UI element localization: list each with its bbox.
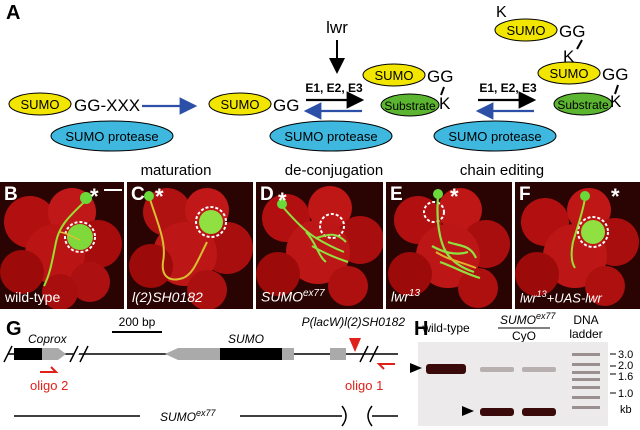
oligo-1-label: oligo 1: [345, 378, 383, 393]
lane-mutant-label: SUMOex77: [500, 311, 557, 327]
deletion-allele-label: SUMOex77: [160, 408, 217, 424]
sumo-exon-gray-small: [330, 348, 346, 360]
ladder-3-0: 3.0: [618, 349, 633, 361]
sumo-oval-chain-mid: [537, 61, 601, 85]
panel-h-gel: wild-type SUMOex77 CyO DNA ladder 3.0 2.…: [410, 311, 633, 426]
svg-text:GG: GG: [427, 67, 453, 86]
micrograph-d: D * SUMOex77: [256, 182, 383, 309]
micrograph-f-label: lwr13+UAS-lwr: [520, 288, 602, 305]
ladder-2-0: 2.0: [618, 360, 633, 372]
sumo-exon-gray-right: [282, 348, 294, 360]
micrograph-b-label: wild-type: [5, 289, 61, 305]
step-deconjugation: de-conjugation: [285, 162, 383, 179]
sumo-oval-mature: [208, 92, 272, 116]
sumo-exon-gray-left: [165, 348, 220, 360]
svg-text:GG: GG: [602, 65, 628, 84]
ladder-1-0: 1.0: [618, 388, 633, 400]
panel-h-letter: H: [414, 318, 429, 340]
sumo-oval-conjugated: [362, 63, 426, 87]
micrograph-e: E * lwr13: [386, 182, 512, 309]
sumo-exon-black: [220, 348, 282, 360]
oligo-2-label: oligo 2: [30, 378, 68, 393]
enzymes-label-1: E1, E2, E3: [305, 81, 363, 95]
insert-label: P(lacW)l(2)SH0182: [302, 315, 406, 329]
gg-xxx-label: GG-XXX: [74, 96, 140, 115]
micrograph-d-label: SUMOex77: [261, 288, 325, 305]
micrograph-c-label: l(2)SH0182: [132, 289, 203, 305]
insertion-triangle: [349, 338, 361, 352]
micrograph-f: F * lwr13+UAS-lwr: [515, 182, 640, 309]
panel-a-pathway: SUMO GG-XXX SUMO GG lwr E1, E2, E3 SUMO …: [8, 4, 628, 179]
substrate-oval-1: [380, 93, 440, 117]
ladder-unit: kb: [620, 404, 632, 416]
lwr-label: lwr: [326, 18, 348, 37]
micrograph-c: C * l(2)SH0182: [127, 182, 253, 309]
lane-cyo-label: CyO: [512, 329, 536, 343]
sumo-gene-label: SUMO: [228, 332, 264, 346]
oligo-1-arrow: [376, 363, 395, 370]
micrograph-b-letter: B: [4, 184, 18, 205]
sumo-protease-1: [50, 120, 174, 152]
panel-g-gene-map: 200 bp P(lacW)l(2)SH0182 Coprox SUMO oli…: [3, 315, 406, 427]
panel-g-letter: G: [6, 318, 22, 340]
micrograph-c-letter: C: [131, 184, 145, 205]
lane-ladder-label-1: DNA: [573, 313, 598, 327]
sumo-oval-chain-top: [494, 18, 558, 42]
svg-text:SUMO: SUMO: [375, 68, 414, 83]
lane-wildtype-label: wild-type: [421, 321, 470, 335]
band-mutant-1: [480, 408, 514, 416]
coprox-label: Coprox: [28, 332, 68, 346]
step-chain-editing: chain editing: [460, 162, 544, 179]
coprox-exon-black: [14, 348, 42, 360]
arrowhead-lower: [462, 406, 474, 416]
svg-text:K: K: [610, 92, 622, 111]
micrograph-f-letter: F: [519, 184, 531, 205]
micrograph-b: B * wild-type: [0, 182, 124, 309]
svg-text:SUMO: SUMO: [221, 97, 260, 112]
protease-label: SUMO protease: [65, 129, 158, 144]
coprox-exon-gray: [42, 348, 66, 360]
panel-a-letter: A: [6, 2, 21, 24]
sumo-protease-3: [433, 120, 557, 152]
scale-bar-label: 200 bp: [119, 315, 156, 329]
sumo-oval-precursor: [8, 92, 72, 116]
step-maturation: maturation: [141, 162, 212, 179]
svg-text:SUMO protease: SUMO protease: [448, 129, 541, 144]
svg-text:K: K: [439, 94, 451, 113]
lane-ladder-label-2: ladder: [569, 327, 602, 341]
substrate-label: Substrate: [384, 99, 436, 113]
sumo-label: SUMO: [21, 97, 60, 112]
svg-text:GG: GG: [273, 96, 299, 115]
micrograph-e-letter: E: [390, 184, 403, 205]
enzymes-label-2: E1, E2, E3: [479, 81, 537, 95]
svg-text:K: K: [563, 47, 575, 66]
svg-text:GG: GG: [559, 22, 585, 41]
svg-text:SUMO protease: SUMO protease: [284, 129, 377, 144]
ladder-1-6: 1.6: [618, 371, 633, 383]
band-wildtype-upper: [426, 364, 466, 374]
oligo-2-arrow: [40, 366, 59, 373]
arrowhead-upper: [410, 363, 422, 373]
svg-text:Substrate: Substrate: [557, 98, 609, 112]
svg-text:SUMO: SUMO: [550, 66, 589, 81]
svg-text:K: K: [496, 4, 507, 21]
star-marker: *: [90, 184, 99, 209]
micrograph-e-label: lwr13: [391, 288, 421, 305]
micrograph-d-letter: D: [260, 184, 274, 205]
sumo-protease-2: [269, 120, 393, 152]
substrate-oval-2: [553, 92, 613, 116]
svg-text:SUMO: SUMO: [507, 23, 546, 38]
band-mutant-2: [522, 408, 556, 416]
